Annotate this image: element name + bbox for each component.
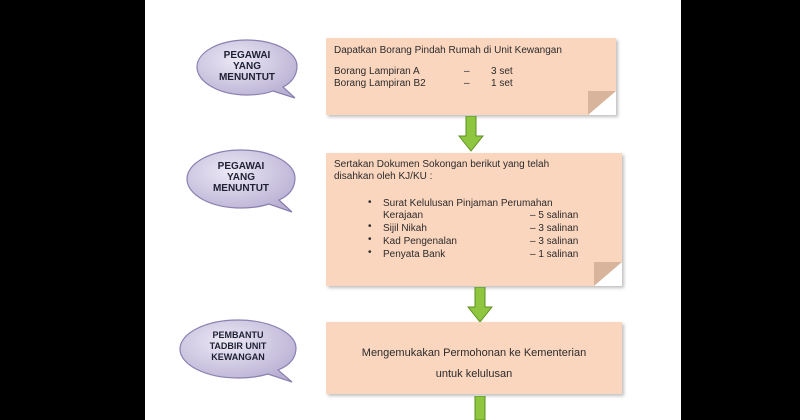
speech-bubble-icon	[179, 319, 297, 383]
item-dash: –	[464, 66, 470, 77]
page-fold	[588, 91, 616, 115]
bullet-icon: •	[368, 197, 372, 208]
document-page: PEGAWAI YANG MENUNTUT Dapatkan Borang Pi…	[145, 0, 681, 420]
bullet-item-name: Penyata Bank	[383, 249, 446, 260]
item-qty: 3 set	[491, 66, 513, 77]
down-arrow-icon	[474, 396, 486, 420]
bullet-icon: •	[368, 221, 372, 232]
actor-line: MENUNTUT	[212, 183, 270, 194]
step-title-line: Sertakan Dokumen Sokongan berikut yang t…	[334, 159, 550, 170]
down-arrow-icon	[467, 287, 493, 323]
bullet-item-name: Kad Pengenalan	[383, 236, 457, 247]
actor-line: KEWANGAN	[211, 352, 265, 362]
page-fold	[594, 262, 622, 286]
speech-bubble-icon	[186, 149, 296, 213]
actor-line: TADBIR UNIT	[209, 341, 267, 351]
bullet-item-qty: – 3 salinan	[530, 223, 579, 234]
bullet-item-qty: – 3 salinan	[530, 236, 579, 247]
bullet-icon: •	[368, 234, 372, 245]
item-name: Borang Lampiran B2	[334, 78, 426, 89]
step-box-3: Mengemukakan Permohonan ke Kementerian u…	[326, 322, 622, 394]
bullet-icon: •	[368, 247, 372, 258]
actor-line: YANG	[227, 172, 255, 183]
step-title-line: disahkan oleh KJ/KU :	[334, 171, 433, 182]
bullet-item-name: Sijil Nikah	[383, 223, 427, 234]
actor-line: PEGAWAI	[223, 50, 271, 61]
step-box-1: Dapatkan Borang Pindah Rumah di Unit Kew…	[326, 38, 616, 115]
actor-line: MENUNTUT	[218, 72, 276, 83]
item-qty: 1 set	[491, 78, 513, 89]
step-box-2: Sertakan Dokumen Sokongan berikut yang t…	[326, 153, 622, 286]
down-arrow-icon	[458, 116, 484, 152]
item-dash: –	[464, 78, 470, 89]
step-title-line: Mengemukakan Permohonan ke Kementerian	[361, 347, 587, 359]
bullet-item-name: Surat Kelulusan Pinjaman Perumahan	[383, 198, 553, 209]
step-title-line: untuk kelulusan	[435, 368, 513, 380]
actor-line: PEMBANTU	[212, 330, 264, 340]
actor-bubble-3: PEMBANTU TADBIR UNIT KEWANGAN	[178, 318, 298, 383]
bullet-item-name: Kerajaan	[383, 210, 424, 221]
bullet-item-qty: – 5 salinan	[530, 210, 579, 221]
actor-bubble-1: PEGAWAI YANG MENUNTUT	[195, 38, 299, 99]
item-name: Borang Lampiran A	[334, 66, 420, 77]
actor-line: YANG	[233, 61, 261, 72]
bullet-item-qty: – 1 salinan	[530, 249, 579, 260]
actor-bubble-2: PEGAWAI YANG MENUNTUT	[185, 148, 297, 213]
actor-line: PEGAWAI	[217, 161, 265, 172]
speech-bubble-icon	[196, 39, 298, 99]
step-title: Dapatkan Borang Pindah Rumah di Unit Kew…	[334, 45, 562, 56]
